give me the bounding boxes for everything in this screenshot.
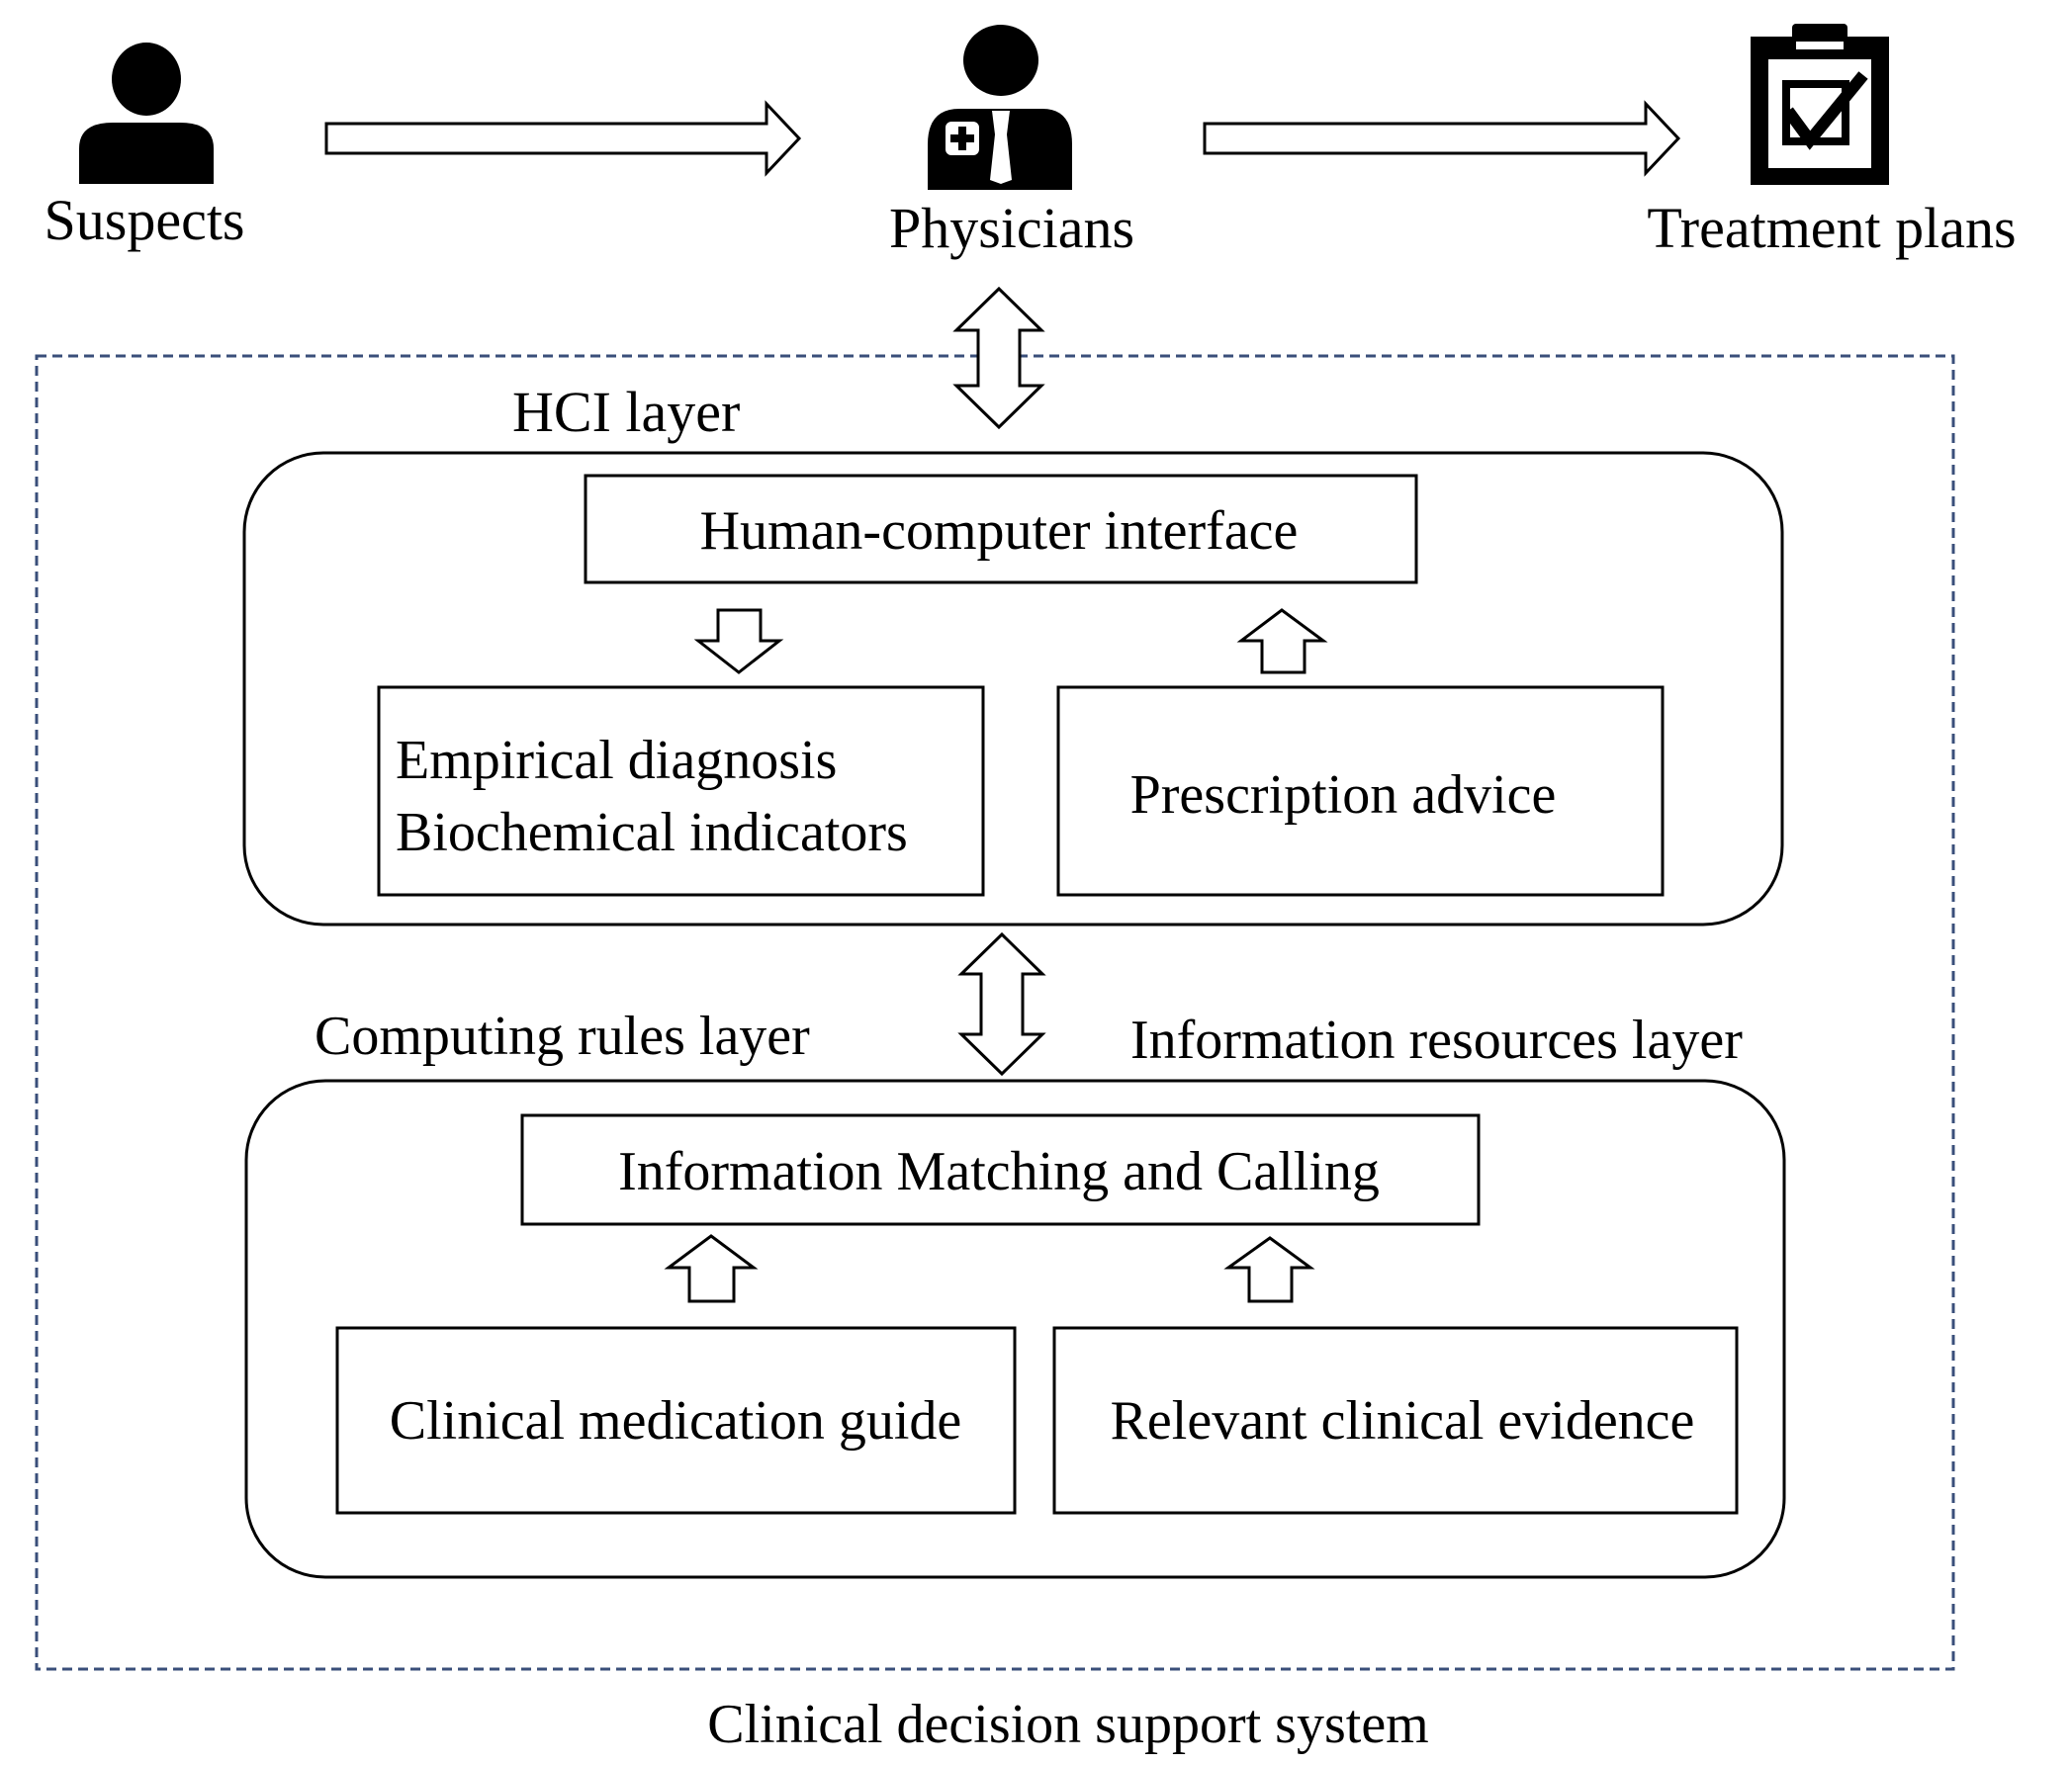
relevant-clinical-evidence-box xyxy=(1052,1326,1739,1515)
physician-icon xyxy=(928,25,1072,190)
down-arrow-interface-to-inputs xyxy=(693,608,784,674)
suspects-label: Suspects xyxy=(45,188,245,252)
hci-layer-label: HCI layer xyxy=(512,380,740,444)
physicians-label: Physicians xyxy=(889,196,1134,260)
information-matching-box xyxy=(520,1113,1481,1226)
arrow-physicians-to-treatment xyxy=(1203,100,1681,177)
arrow-suspects-to-physicians xyxy=(324,100,802,177)
double-arrow-hci-lower xyxy=(957,931,1046,1077)
information-matching-label: Information Matching and Calling xyxy=(618,1141,1380,1202)
prescription-advice-label: Prescription advice xyxy=(1130,764,1557,826)
up-arrow-advice-to-interface xyxy=(1236,608,1328,674)
empirical-diagnosis-label: Empirical diagnosis xyxy=(396,730,837,791)
biochemical-indicators-label: Biochemical indicators xyxy=(396,802,908,863)
up-arrow-guide-to-matching xyxy=(664,1234,759,1303)
treatment-plans-label: Treatment plans xyxy=(1647,196,2016,260)
up-arrow-evidence-to-matching xyxy=(1223,1236,1315,1303)
human-computer-interface-box xyxy=(584,474,1418,584)
prescription-advice-box xyxy=(1056,685,1665,897)
information-resources-layer-label: Information resources layer xyxy=(1130,1010,1743,1071)
clinical-medication-guide-label: Clinical medication guide xyxy=(390,1390,962,1452)
clinical-medication-guide-box xyxy=(335,1326,1017,1515)
double-arrow-physicians-hci xyxy=(952,286,1045,430)
diagnosis-indicators-box xyxy=(377,685,985,897)
clipboard-check-icon xyxy=(1751,24,1889,185)
relevant-clinical-evidence-label: Relevant clinical evidence xyxy=(1111,1390,1695,1452)
computing-rules-layer-label: Computing rules layer xyxy=(315,1006,810,1067)
human-computer-interface-label: Human-computer interface xyxy=(700,500,1299,562)
person-icon xyxy=(79,43,214,184)
system-title: Clinical decision support system xyxy=(707,1694,1428,1755)
